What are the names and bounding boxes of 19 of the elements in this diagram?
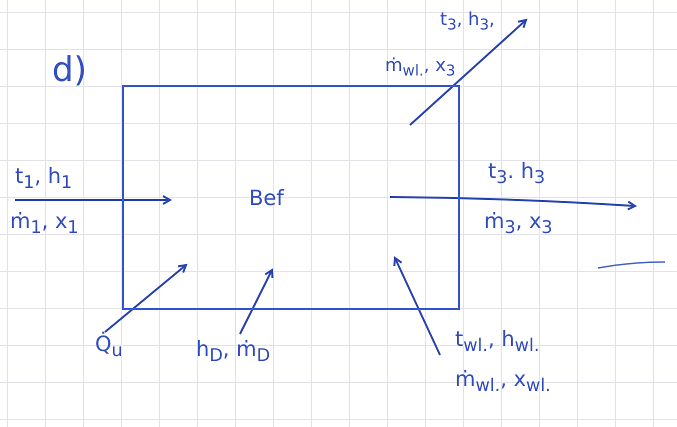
box-label: Bef: [249, 187, 284, 210]
stream-label: t$_{3}$, h$_{3}$,: [440, 10, 495, 34]
flow-arrow: [390, 196, 636, 211]
flow-arrow: [239, 269, 274, 334]
flow-arrow: [104, 264, 187, 333]
stream-label: ṁ$_{3}$, x$_{3}$: [484, 210, 553, 238]
flow-arrow: [15, 195, 171, 205]
stream-label: t$_{1}$, h$_{1}$: [15, 165, 72, 194]
flow-arrow: [409, 19, 527, 126]
stream-label: h$_{D}$, ṁ$_{D}$: [196, 338, 270, 366]
stream-label: t$_{3}$. h$_{3}$: [488, 160, 546, 188]
stream-label: t$_{wl.}$, h$_{wl.}$: [455, 328, 540, 356]
stream-label: Q̇$_{u}$: [95, 333, 123, 362]
part-label: d): [52, 52, 87, 90]
flow-arrow: [393, 257, 441, 356]
stream-label: ṁ$_{1}$, x$_{1}$: [10, 210, 79, 238]
stream-label: ṁ$_{wl.}$, x$_{wl.}$: [455, 368, 551, 396]
system-boundary-box: [122, 85, 460, 310]
stream-label: ṁ$_{wl.}$, x$_{3}$: [385, 56, 456, 80]
